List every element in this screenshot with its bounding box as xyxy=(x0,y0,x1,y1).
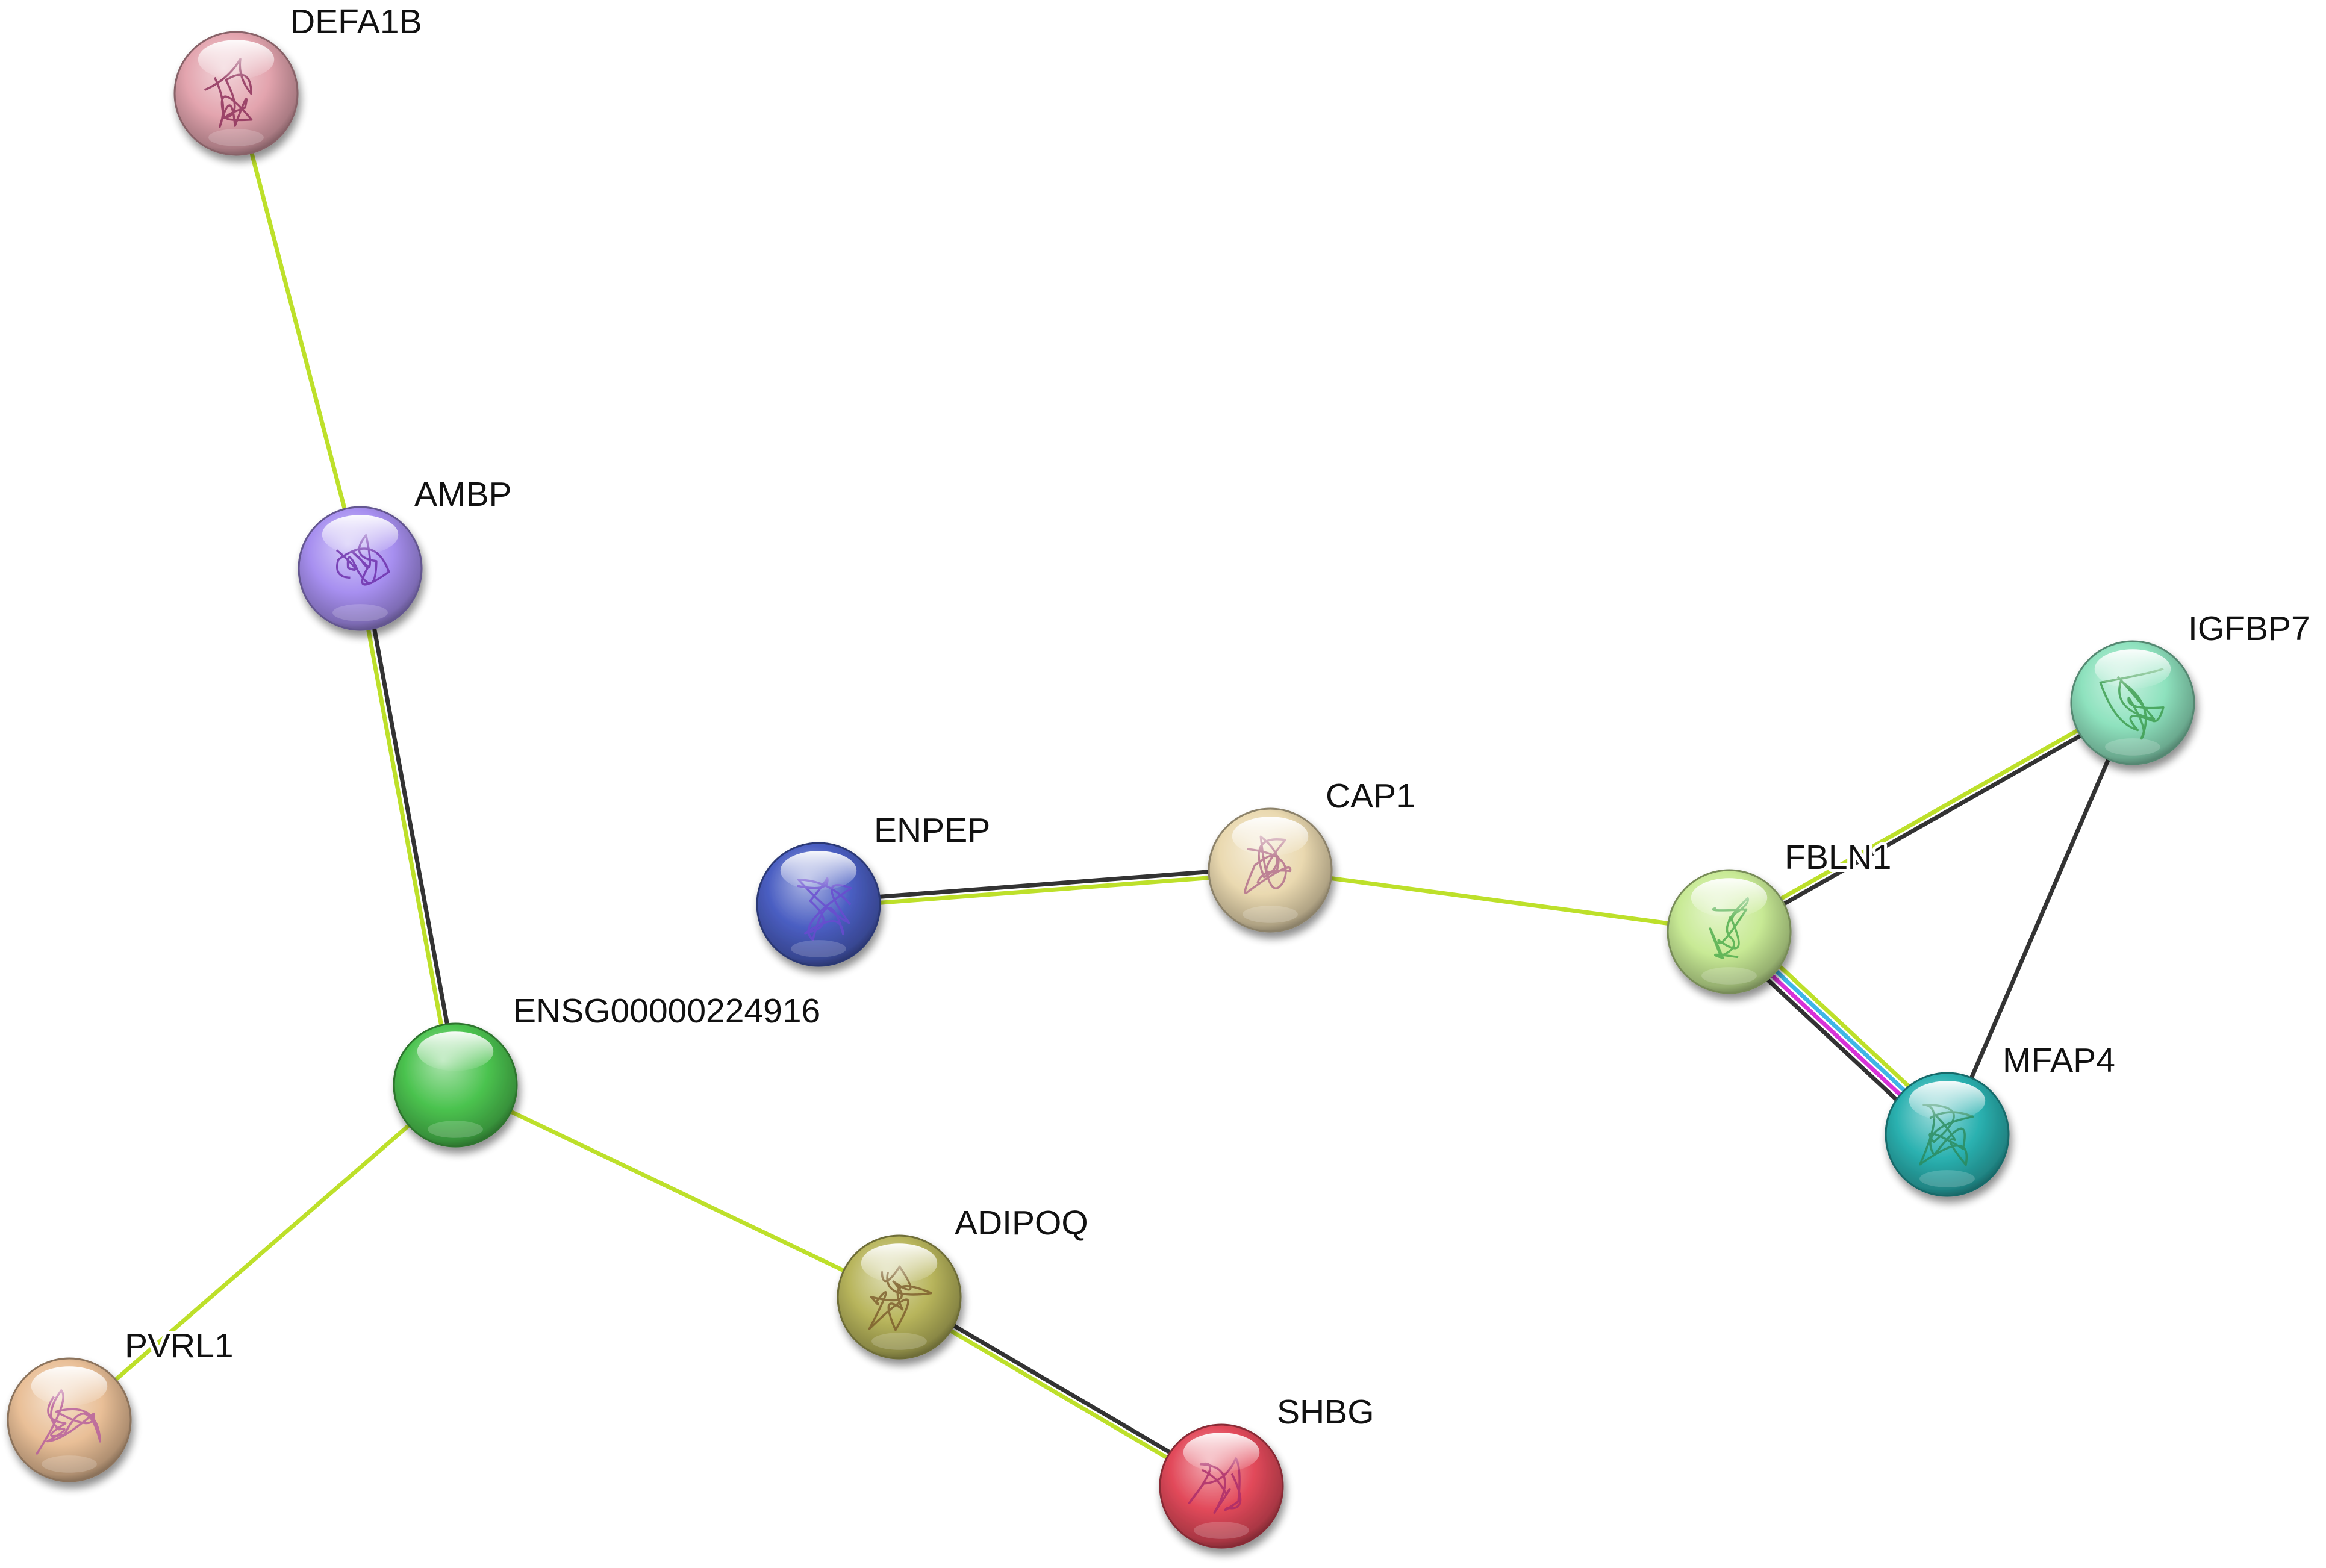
edge-igfbp7-mfap4[interactable] xyxy=(1945,700,2135,1137)
protein-structure-icon xyxy=(2099,667,2165,740)
node-igfbp7[interactable] xyxy=(2070,640,2195,765)
node-highlight xyxy=(1909,1081,1986,1121)
node-fbln1[interactable] xyxy=(1667,869,1792,994)
edge-line-textmining xyxy=(234,91,363,571)
edge-line-textmining xyxy=(816,871,1273,910)
node-highlight xyxy=(861,1243,938,1283)
node-label-cap1: CAP1 xyxy=(1326,777,1415,815)
node-label-defa1b: DEFA1B xyxy=(290,2,422,41)
protein-structure-icon xyxy=(868,1265,933,1331)
node-label-shbg: SHBG xyxy=(1277,1393,1374,1431)
node-label-pvrl1: PVRL1 xyxy=(125,1327,234,1365)
edge-line-textmining xyxy=(1268,868,1732,934)
protein-structure-icon xyxy=(35,1389,102,1455)
edges-layer xyxy=(67,91,2136,1491)
node-highlight xyxy=(31,1366,108,1406)
node-highlight xyxy=(780,851,857,891)
node-rim-light xyxy=(791,940,846,957)
node-cap1[interactable] xyxy=(1208,807,1333,933)
node-highlight xyxy=(1691,878,1768,918)
node-ambp[interactable] xyxy=(298,506,423,631)
node-highlight xyxy=(1183,1433,1260,1472)
protein-structure-icon xyxy=(797,877,852,941)
node-label-enpep: ENPEP xyxy=(874,811,990,850)
edge-cap1-fbln1[interactable] xyxy=(1268,868,1732,934)
edge-line-coexpression xyxy=(361,565,461,1087)
node-enpep[interactable] xyxy=(756,842,881,967)
node-mfap4[interactable] xyxy=(1885,1072,2010,1197)
node-label-adipoq: ADIPOQ xyxy=(955,1204,1088,1242)
node-shbg[interactable] xyxy=(1159,1423,1284,1549)
edge-line-textmining xyxy=(67,1083,458,1422)
node-defa1b[interactable] xyxy=(173,31,299,156)
node-highlight xyxy=(417,1031,494,1071)
node-rim-light xyxy=(1243,906,1298,923)
node-rim-light xyxy=(2105,738,2160,756)
edge-line-textmining xyxy=(355,567,455,1088)
nodes-layer xyxy=(7,31,2195,1549)
node-pvrl1[interactable] xyxy=(7,1357,132,1482)
node-label-ensg00000224916: ENSG00000224916 xyxy=(513,992,820,1030)
node-rim-light xyxy=(208,129,264,146)
protein-structure-icon xyxy=(1188,1457,1242,1514)
node-rim-light xyxy=(1919,1170,1975,1187)
edge-line-coexpression xyxy=(816,865,1273,904)
node-highlight xyxy=(1232,817,1309,856)
node-rim-light xyxy=(428,1121,483,1138)
node-rim-light xyxy=(332,604,388,621)
protein-structure-icon xyxy=(204,58,253,128)
node-label-igfbp7: IGFBP7 xyxy=(2188,609,2310,648)
node-rim-light xyxy=(1701,967,1757,985)
node-highlight xyxy=(2094,649,2171,689)
node-label-ambp: AMBP xyxy=(414,475,512,514)
edge-line-coexpression xyxy=(1945,700,2135,1137)
edge-ambp-ensg00000224916[interactable] xyxy=(355,565,461,1088)
edge-ensg00000224916-adipoq[interactable] xyxy=(453,1083,902,1299)
edge-line-textmining xyxy=(453,1083,902,1299)
edge-fbln1-igfbp7[interactable] xyxy=(1726,698,2136,936)
edge-ensg00000224916-pvrl1[interactable] xyxy=(67,1083,458,1422)
node-ensg00000224916[interactable] xyxy=(393,1022,518,1148)
edge-enpep-cap1[interactable] xyxy=(816,865,1273,910)
edge-line-textmining xyxy=(1726,698,2134,932)
node-rim-light xyxy=(871,1333,927,1350)
edge-line-coexpression xyxy=(899,1292,1226,1486)
node-highlight xyxy=(322,515,399,555)
node-label-mfap4: MFAP4 xyxy=(2003,1041,2115,1080)
edge-adipoq-shbg[interactable] xyxy=(895,1292,1226,1491)
edge-line-coexpression xyxy=(1728,703,2136,936)
node-adipoq[interactable] xyxy=(837,1234,962,1360)
edge-line-textmining xyxy=(895,1297,1222,1491)
node-label-fbln1: FBLN1 xyxy=(1785,838,1891,877)
node-rim-light xyxy=(42,1455,97,1473)
node-highlight xyxy=(198,40,275,79)
node-rim-light xyxy=(1194,1522,1249,1539)
edge-defa1b-ambp[interactable] xyxy=(234,91,363,571)
